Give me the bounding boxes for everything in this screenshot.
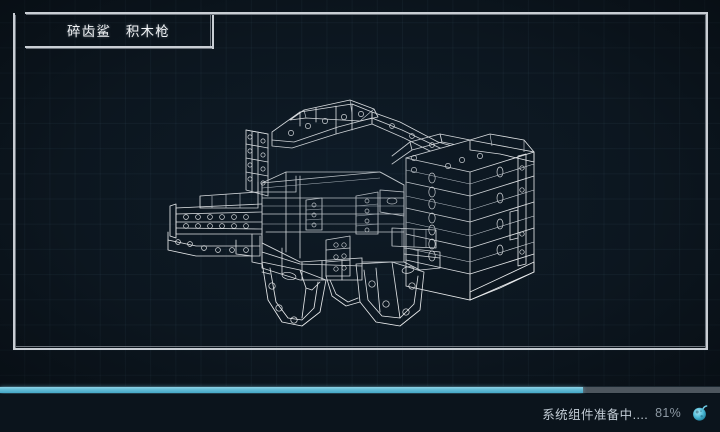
loading-spinner-icon bbox=[689, 402, 711, 424]
frame-border-top-inner bbox=[212, 14, 706, 15]
frame-border-left-inner bbox=[15, 15, 16, 348]
frame-border-bottom bbox=[13, 348, 708, 350]
title-box-border-top bbox=[25, 12, 214, 14]
frame-border-right-inner bbox=[705, 14, 706, 348]
status-message: 系统组件准备中.... bbox=[542, 407, 649, 422]
frame-border-right bbox=[706, 12, 708, 350]
title-box-border-right bbox=[212, 12, 214, 49]
title-box-border-top-inner bbox=[26, 14, 212, 15]
page-title: 碎齿鲨 积木枪 bbox=[67, 24, 170, 39]
status-percent: 81% bbox=[655, 406, 681, 420]
frame-border-left bbox=[13, 13, 15, 350]
title-box-border-bottom bbox=[25, 46, 214, 48]
frame-border-bottom-inner bbox=[15, 346, 706, 347]
loading-progress-bar bbox=[0, 386, 720, 394]
frame-border-top bbox=[212, 12, 708, 14]
loading-progress-fill bbox=[0, 387, 584, 393]
status-bar: 系统组件准备中.... 81% bbox=[0, 394, 720, 432]
title-box-border-right-inner bbox=[210, 14, 211, 48]
title-box-border-bottom-inner bbox=[26, 48, 212, 49]
